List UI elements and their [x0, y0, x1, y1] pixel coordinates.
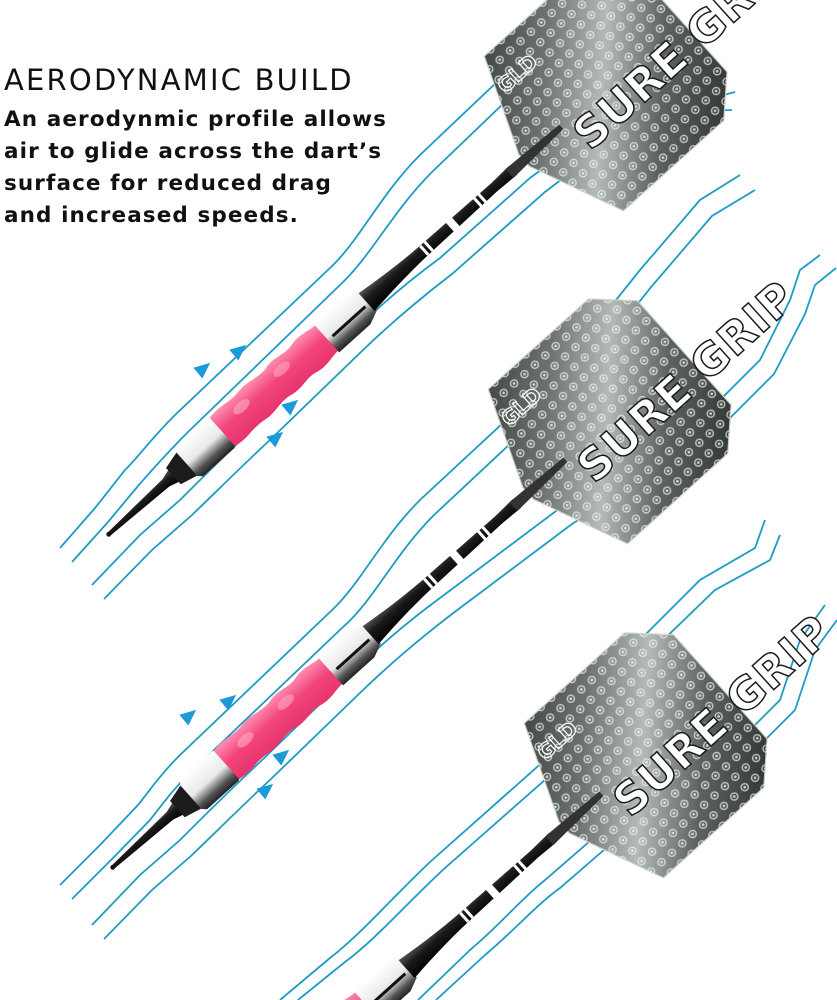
description-line: An aerodynmic profile allows — [4, 107, 388, 132]
dart-2 — [40, 194, 837, 947]
dart-3 — [76, 528, 837, 1000]
description-line: surface for reduced drag — [4, 171, 332, 196]
feature-headline: AERODYNAMIC BUILD — [4, 63, 354, 97]
feature-copy: AERODYNAMIC BUILD An aerodynmic profile … — [4, 60, 424, 232]
description-line: air to glide across the dart’s — [4, 139, 383, 164]
description-line: and increased speeds. — [4, 203, 299, 228]
feature-description: An aerodynmic profile allows air to glid… — [4, 104, 414, 232]
